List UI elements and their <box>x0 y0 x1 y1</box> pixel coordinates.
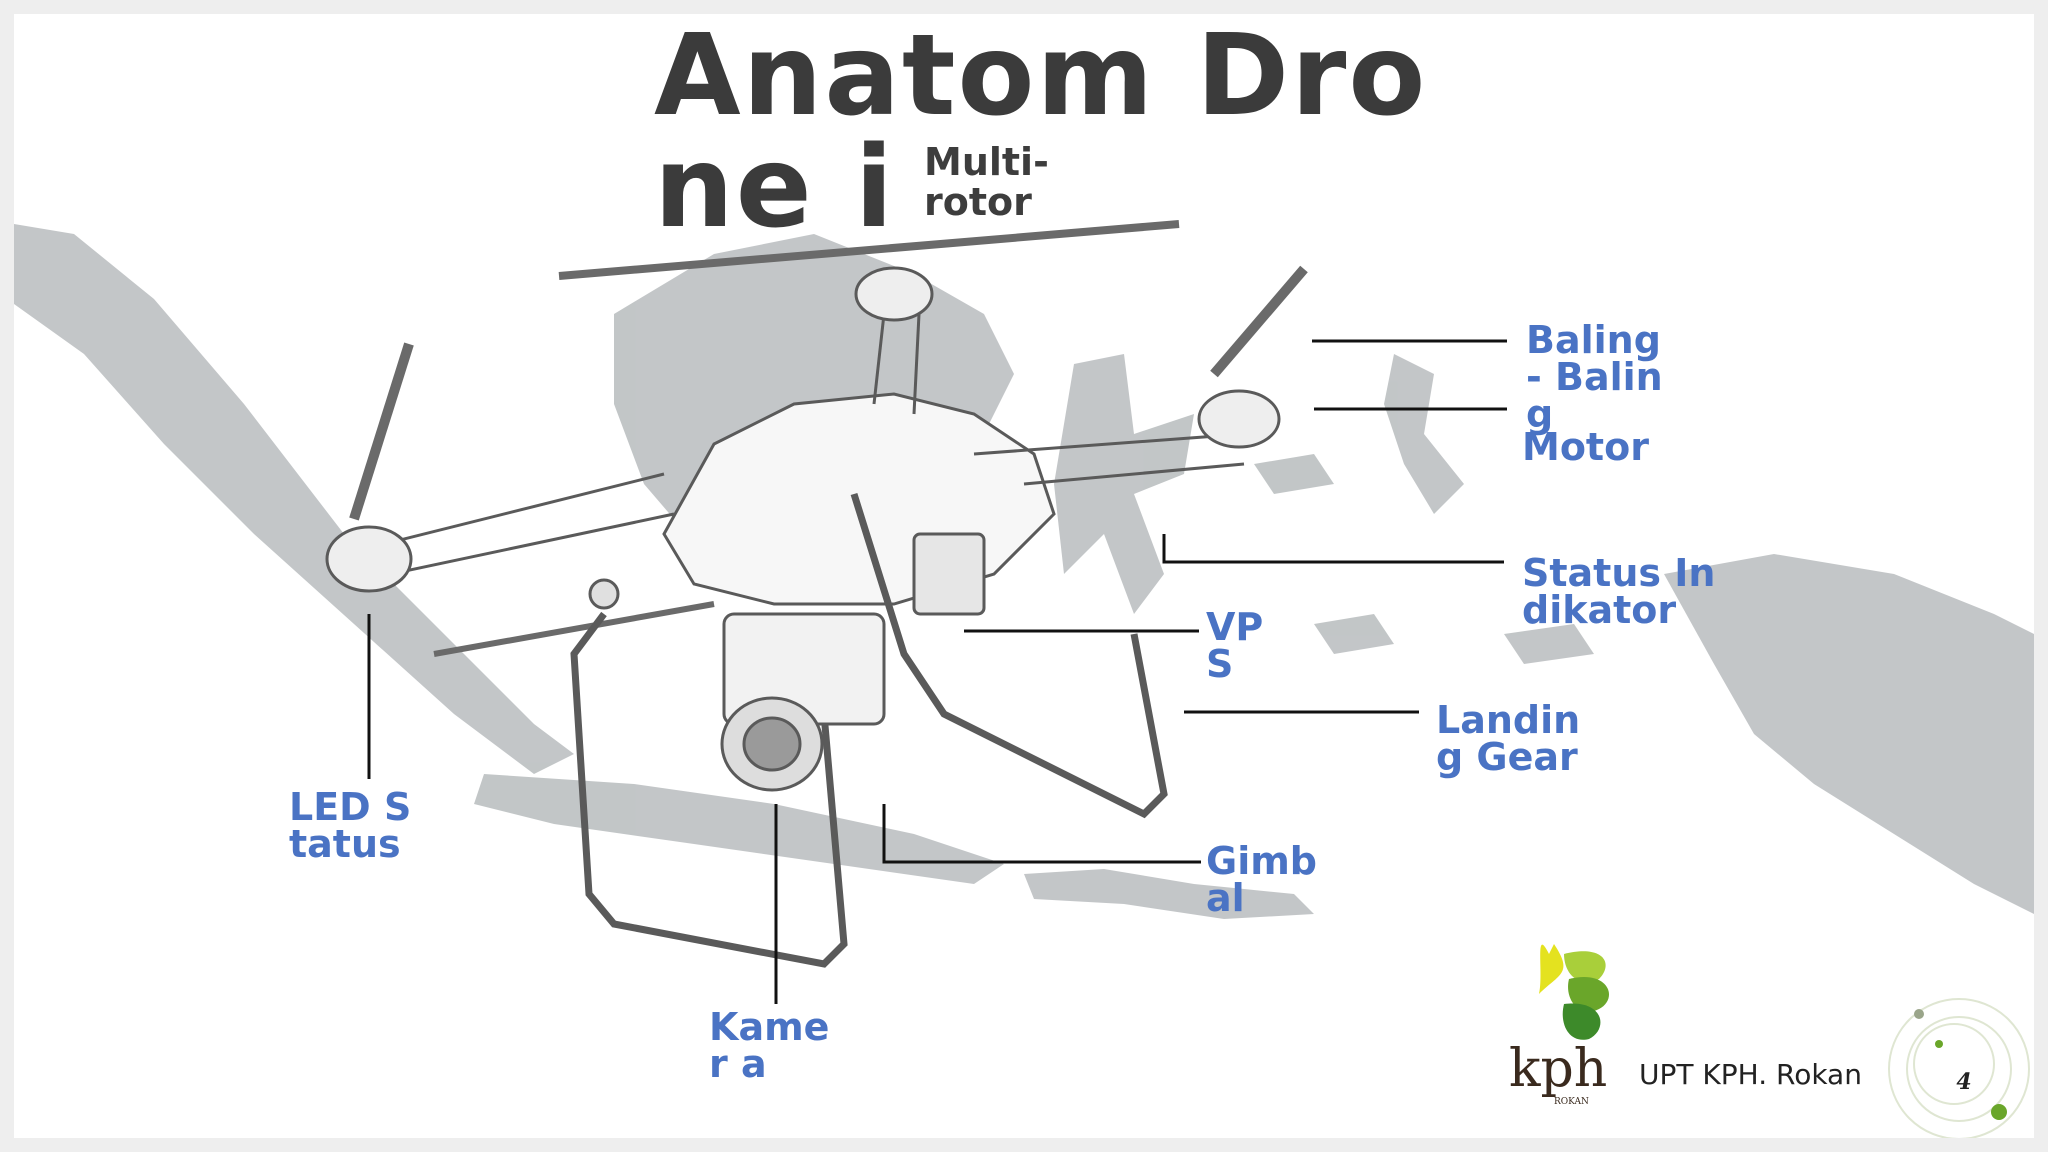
decorative-rings <box>1888 998 2030 1138</box>
callout-line-status-indikator <box>1162 534 1504 564</box>
ring-dot-gray <box>1914 1009 1924 1019</box>
propeller-front <box>433 601 715 657</box>
motor-left <box>325 525 413 593</box>
map-island-1 <box>1254 454 1334 494</box>
motor-back <box>854 266 934 322</box>
ring-dot-small <box>1935 1040 1943 1048</box>
kph-logo-text: kph <box>1509 1039 1607 1099</box>
leaf-dark-green <box>1562 1003 1601 1040</box>
ring-small <box>1913 1023 1995 1105</box>
propeller-right <box>1210 265 1308 378</box>
page-subtitle: Multi-rotor <box>924 140 1049 224</box>
landing-gear-left <box>570 611 848 968</box>
drone-diagram: kph ROKAN <box>14 220 2034 1138</box>
map-java <box>474 774 1004 884</box>
camera-lens-inner <box>742 716 802 772</box>
kph-logo-leaves <box>1539 944 1609 1040</box>
label-vps: VP S <box>1206 605 1264 686</box>
map-sumatra <box>14 224 574 774</box>
footer-organization: UPT KPH. Rokan <box>1639 1058 1862 1091</box>
label-status-indikator: Status Indikator <box>1522 551 1716 632</box>
map-nusa-tenggara <box>1024 869 1314 919</box>
map-island-2 <box>1314 614 1394 654</box>
drone-drawing <box>325 220 1308 968</box>
motor-right <box>1197 389 1281 449</box>
drone-arm-back-2 <box>912 313 921 415</box>
drone-arm-right <box>973 432 1245 456</box>
callout-line-gimbal <box>882 804 1201 864</box>
label-kamera: Kamer a <box>709 1005 830 1086</box>
page-title: Anatom Drone i <box>654 14 1428 253</box>
label-baling-baling: Baling - Baling <box>1526 318 1663 436</box>
propeller-left <box>349 342 414 521</box>
ring-medium <box>1906 1016 2012 1122</box>
map-sulawesi <box>1054 354 1194 614</box>
leaf-yellow <box>1539 944 1564 994</box>
landing-gear-right <box>850 492 1168 819</box>
label-gimbal: Gimb al <box>1206 839 1318 920</box>
label-motor: Motor <box>1522 425 1649 469</box>
ring-large <box>1888 998 2030 1138</box>
drone-arm-back <box>872 313 886 405</box>
ring-dot-green <box>1991 1104 2007 1120</box>
map-maluku <box>1384 354 1464 514</box>
vps-sensor <box>912 532 986 616</box>
slide: kph ROKAN Anatom Drone i Multi-rotor Bal… <box>14 14 2034 1138</box>
leaf-green <box>1568 976 1609 1012</box>
kph-logo-subtext: ROKAN <box>1554 1097 1589 1107</box>
callout-lines <box>367 339 1507 1004</box>
drone-arm-right-2 <box>1023 462 1245 486</box>
label-landing-gear: Landing Gear <box>1436 698 1581 779</box>
led-status-light <box>588 578 620 610</box>
propeller-back <box>558 220 1180 280</box>
map-papua <box>1664 554 2034 914</box>
page-number: 4 <box>1956 1069 1972 1095</box>
leaf-light-green <box>1564 951 1606 983</box>
map-island-3 <box>1504 624 1594 664</box>
label-led-status: LED Status <box>289 785 412 866</box>
